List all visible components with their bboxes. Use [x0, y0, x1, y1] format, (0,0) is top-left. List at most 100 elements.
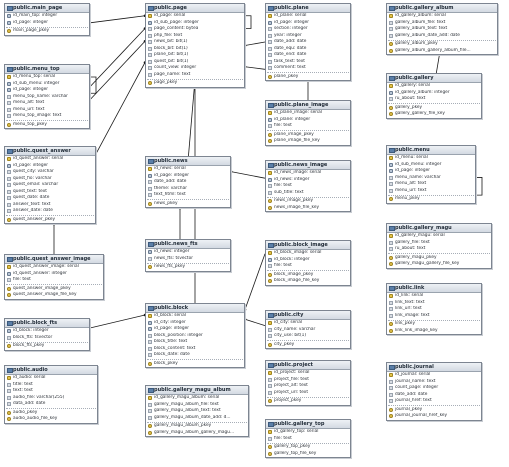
- column-label: plane_bit: bit(1): [154, 52, 189, 57]
- column-icon: [389, 20, 393, 25]
- column-label: file: text: [13, 277, 31, 282]
- index-row: journal_journal_href_key: [387, 413, 481, 420]
- foreign-key-icon: [389, 90, 393, 95]
- column-row: block_position: integer: [146, 333, 244, 340]
- column-icon: [7, 402, 11, 407]
- column-row: count_page: integer: [387, 385, 481, 392]
- index-separator: [267, 270, 349, 271]
- index-label: news_pkey: [154, 200, 178, 206]
- column-label: id_link: serial: [395, 293, 424, 298]
- column-row: block_date: date: [146, 352, 244, 359]
- index-label: gallery_magu_album_gallery_magu...: [154, 429, 235, 435]
- column-label: block_fts: tsvector: [13, 334, 53, 340]
- column-label: quest_date: date: [13, 195, 50, 200]
- foreign-key-icon: [7, 329, 11, 334]
- key-icon: [7, 410, 11, 415]
- column-row: id_news: integer: [146, 249, 230, 256]
- column-label: link_text: text: [395, 299, 425, 305]
- column-label: quest_city: varchar: [13, 169, 54, 174]
- index-row: quest_answer_image_pkey: [5, 286, 103, 293]
- column-row: id_news_image: serial: [266, 170, 350, 177]
- column-label: comment: text: [274, 65, 306, 70]
- table-icon: [148, 388, 154, 393]
- table-icon: [148, 159, 154, 164]
- column-label: id_gallery_magu_album: serial: [154, 395, 220, 400]
- column-icon: [148, 27, 152, 32]
- relationship-line: [89, 314, 146, 329]
- column-icon: [7, 114, 11, 119]
- key-icon: [268, 132, 272, 137]
- index-separator: [6, 408, 96, 409]
- column-row: year: integer: [266, 33, 350, 40]
- index-label: gallery_top_pkey: [274, 444, 311, 449]
- foreign-key-icon: [148, 173, 152, 178]
- index-separator: [388, 405, 480, 406]
- index-row: project_pkey: [266, 398, 350, 405]
- column-row: gallery_magu_album_text: text: [146, 408, 248, 415]
- column-label: id_gallery: serial: [395, 83, 430, 88]
- column-row: project_alt: text: [266, 383, 350, 390]
- index-separator: [6, 341, 88, 343]
- column-label: news_fts: tsvector: [154, 255, 193, 261]
- column-row: id_news: serial: [146, 166, 230, 173]
- index-separator: [388, 194, 474, 196]
- index-row: link_pkey: [387, 321, 481, 328]
- column-icon: [268, 27, 272, 32]
- column-label: date_add: date: [154, 179, 187, 184]
- primary-key-icon: [148, 14, 152, 19]
- key-icon: [389, 262, 393, 267]
- key-icon: [268, 399, 272, 404]
- column-icon: [148, 40, 152, 45]
- key-icon: [389, 112, 393, 117]
- key-icon: [389, 105, 393, 110]
- column-row: id_gallery_album: integer: [387, 90, 481, 97]
- column-icon: [148, 353, 152, 358]
- index-label: plane_pkey: [274, 73, 299, 79]
- column-label: id_menu_top: serial: [13, 74, 56, 79]
- table-header: public.audio: [5, 366, 97, 375]
- column-row: menu_top_name: varchar: [5, 94, 89, 101]
- foreign-key-icon: [7, 271, 11, 276]
- column-row: count_view: integer: [146, 65, 244, 72]
- column-row: news_fts: tsvector: [146, 256, 230, 263]
- index-label: quest_answer_image_pkey: [13, 285, 71, 291]
- index-label: quest_answer_image_file_key: [13, 292, 77, 297]
- column-icon: [268, 124, 272, 129]
- table-icon: [268, 422, 274, 427]
- column-row: id_city: integer: [146, 320, 244, 327]
- table-icon: [268, 313, 274, 318]
- column-icon: [148, 53, 152, 58]
- column-icon: [148, 193, 152, 198]
- column-label: id_block: serial: [154, 313, 186, 318]
- relationship-line: [89, 40, 146, 101]
- column-icon: [268, 46, 272, 51]
- key-icon: [7, 217, 11, 222]
- primary-key-icon: [7, 157, 11, 162]
- column-row: id_project: serial: [266, 370, 350, 377]
- column-row: id_plane: serial: [266, 13, 350, 20]
